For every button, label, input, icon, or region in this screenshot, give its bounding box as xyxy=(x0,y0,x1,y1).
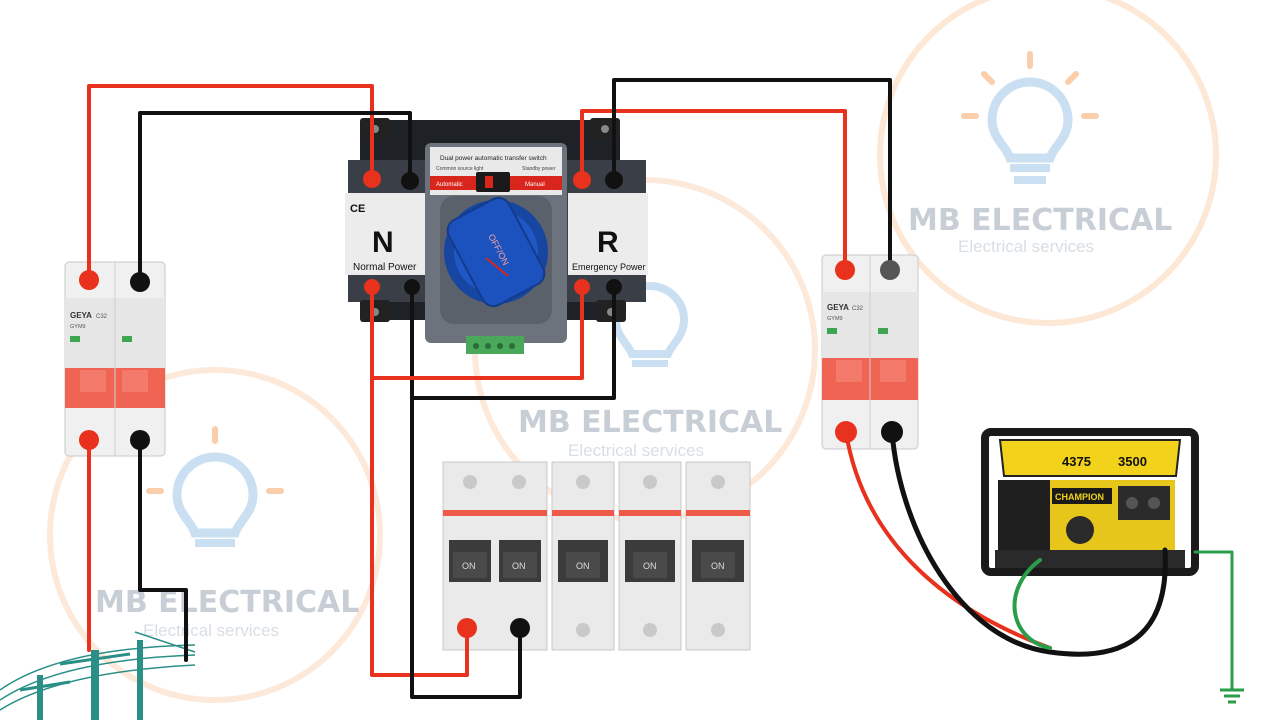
generator-brand: CHAMPION xyxy=(1055,492,1104,502)
generator-model: 4375 xyxy=(1062,454,1091,469)
single-pole-mcb: ON xyxy=(551,461,615,651)
watermark-brand: MB ELECTRICAL xyxy=(518,405,782,440)
terminals xyxy=(79,170,903,638)
watermark-tagline: Electrical services xyxy=(143,621,279,640)
ground-icon xyxy=(1220,688,1244,704)
earth-wire xyxy=(1012,558,1052,650)
double-pole-mcb: ON ON xyxy=(442,461,548,651)
earth-wire xyxy=(1193,550,1234,692)
ats-header-text: Dual power automatic transfer switch xyxy=(440,155,547,162)
terminal-line xyxy=(364,279,380,295)
control-terminal-block xyxy=(466,336,524,354)
line-wire xyxy=(87,84,374,280)
breaker-rating: C32 xyxy=(852,306,864,312)
terminal-neutral xyxy=(130,272,150,292)
terminal-neutral xyxy=(404,279,420,295)
mcb-switch[interactable] xyxy=(633,552,667,578)
rotary-knob-icon[interactable]: OFF/ON xyxy=(440,194,552,324)
mcb-on-label: ON xyxy=(512,561,526,571)
neutral-wire xyxy=(410,286,616,400)
single-pole-mcb: ON xyxy=(685,461,751,651)
terminal-line xyxy=(835,421,857,443)
emergency-power-label: Emergency Power xyxy=(572,262,646,272)
watermark-tagline: Electrical services xyxy=(568,441,704,460)
mcb-on-label: ON xyxy=(711,561,725,571)
watermark-tagline: Electrical services xyxy=(958,237,1094,256)
watermark-brand: MB ELECTRICAL xyxy=(95,585,359,620)
mcb-switch[interactable] xyxy=(453,552,487,578)
ce-mark: CE xyxy=(350,203,365,215)
mcb-on-label: ON xyxy=(462,561,476,571)
terminal-line xyxy=(574,279,590,295)
lightbulb-icon xyxy=(146,426,284,547)
ats-sub-left: Common source light xyxy=(436,166,484,172)
mcb-on-label: ON xyxy=(576,561,590,571)
line-wire xyxy=(370,286,584,380)
automatic-transfer-switch: CE N Normal Power R Emergency Power Dual… xyxy=(345,118,648,354)
generator-watts: 3500 xyxy=(1118,454,1147,469)
line-wire xyxy=(844,430,1052,650)
main-breaker-right: GEYA GYM9 C32 xyxy=(821,254,919,450)
terminal-neutral xyxy=(605,171,623,189)
lightbulb-icon xyxy=(961,51,1099,184)
normal-power-label: Normal Power xyxy=(353,262,417,273)
single-pole-mcb: ON xyxy=(618,461,682,651)
mcb-switch[interactable] xyxy=(503,552,537,578)
terminal-neutral xyxy=(510,618,530,638)
terminal-neutral xyxy=(880,260,900,280)
watermark-left: MB ELECTRICAL Electrical services xyxy=(47,367,383,703)
generator-icon: 4375 3500 CHAMPION xyxy=(981,428,1199,576)
line-wire xyxy=(370,286,469,677)
terminal-line xyxy=(457,618,477,638)
neutral-wire xyxy=(410,286,522,699)
terminal-neutral xyxy=(606,279,622,295)
mcb-on-label: ON xyxy=(643,561,657,571)
ats-auto-label: Automatic xyxy=(436,182,463,188)
neutral-wire xyxy=(889,429,1168,657)
watermark-right: MB ELECTRICAL Electrical services xyxy=(877,0,1219,326)
neutral-wire xyxy=(138,111,412,282)
terminal-line xyxy=(363,170,381,188)
breaker-brand: GEYA xyxy=(827,303,849,312)
emergency-letter: R xyxy=(597,226,619,259)
terminal-neutral xyxy=(130,430,150,450)
ats-sub-right: Standby power xyxy=(522,166,556,172)
wiring xyxy=(87,78,1234,699)
ats-manual-label: Manual xyxy=(525,182,545,188)
breaker-model: GYM9 xyxy=(827,316,843,322)
terminal-line xyxy=(79,270,99,290)
breaker-model: GYM9 xyxy=(70,324,86,330)
watermark-brand: MB ELECTRICAL xyxy=(908,203,1172,238)
utility-pole-icon xyxy=(0,631,196,720)
main-breaker-left: GEYA GYM9 C32 xyxy=(64,261,166,457)
distribution-board: ON ON ON ON ON xyxy=(442,461,751,651)
terminal-line xyxy=(835,260,855,280)
normal-letter: N xyxy=(372,226,394,259)
breaker-rating: C32 xyxy=(96,314,108,320)
terminal-line xyxy=(573,171,591,189)
terminal-line xyxy=(79,430,99,450)
terminal-neutral xyxy=(401,172,419,190)
neutral-wire xyxy=(612,78,892,272)
mcb-switch[interactable] xyxy=(566,552,600,578)
line-wire xyxy=(580,109,847,272)
neutral-wire xyxy=(138,436,188,662)
breaker-brand: GEYA xyxy=(70,311,92,320)
terminal-neutral xyxy=(881,421,903,443)
mcb-switch[interactable] xyxy=(701,552,735,578)
